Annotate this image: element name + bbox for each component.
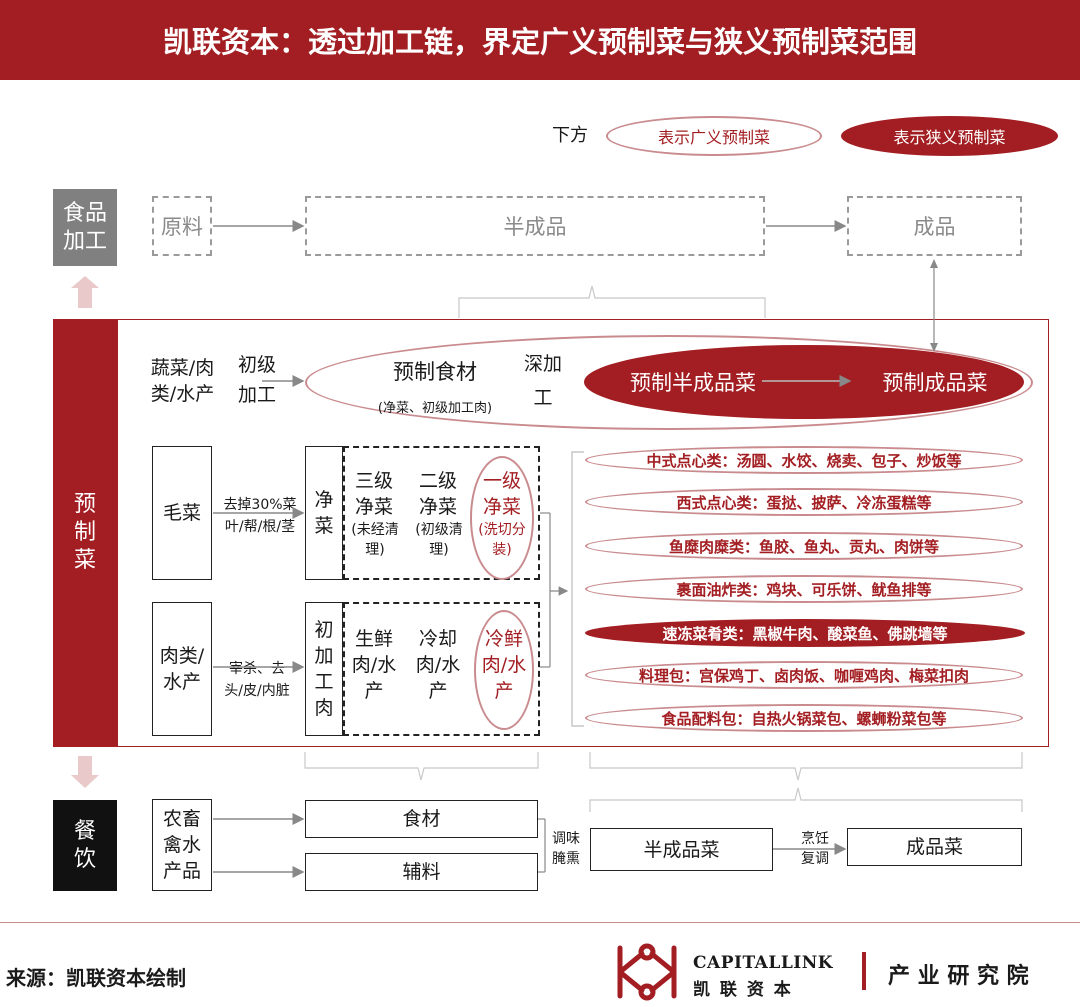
footer-brand-cn: 凯 联 资 本 [693, 980, 793, 1000]
footer-source: 来源：凯联资本绘制 [6, 966, 186, 990]
prepared-frame [117, 319, 1049, 747]
legend-narrow: 表示狭义预制菜 [841, 116, 1058, 156]
fp-semi: 半成品 [305, 196, 765, 256]
side-label-catering: 餐饮 [53, 800, 117, 891]
veg-step: 去掉30%菜叶/帮/根/茎 [223, 497, 297, 535]
prep-step1: 初级加工 [237, 354, 276, 406]
category-pill-narrow: 速冻菜肴类：黑椒牛肉、酸菜鱼、佛跳墙等 [585, 619, 1025, 647]
meat-grade-box [343, 602, 540, 736]
cat-source: 农畜禽水产品 [152, 799, 212, 891]
prep-step2: 深加工 [523, 353, 562, 409]
category-pill: 食品配料包：自热火锅菜包、螺蛳粉菜包等 [585, 704, 1023, 732]
category-pill: 裹面油炸类：鸡块、可乐饼、鱿鱼排等 [585, 575, 1023, 603]
prep-finished: 预制成品菜 [882, 371, 988, 395]
prep-ingredient: 预制食材 [393, 360, 477, 384]
legend-prefix: 下方 [552, 125, 588, 146]
veg-grade3: 三级净菜 [354, 470, 393, 518]
cat-season: 调味腌熏 [552, 831, 580, 867]
meat-fresh: 生鲜肉/水产 [351, 628, 397, 702]
veg-grade2-note: (初级清理) [415, 522, 463, 558]
cat-auxiliary: 辅料 [305, 853, 538, 891]
cat-semi: 半成品菜 [590, 828, 773, 871]
page-title: 凯联资本：透过加工链，界定广义预制菜与狭义预制菜范围 [0, 0, 1080, 80]
legend-broad: 表示广义预制菜 [606, 116, 822, 156]
narrow-ellipse [584, 345, 1024, 419]
meat-cold-fresh-ellipse [474, 610, 534, 730]
veg-grade2: 二级净菜 [418, 470, 457, 518]
veg-grade-box [343, 446, 540, 580]
cat-ingredient: 食材 [305, 800, 538, 838]
prep-ingredient-note: (净菜、初级加工肉) [377, 400, 493, 416]
veg-source: 毛菜 [152, 446, 212, 580]
veg-grade1-ellipse [470, 456, 534, 580]
side-label-food-processing: 食品加工 [53, 189, 117, 266]
meat-processed: 初加工肉 [305, 602, 343, 736]
category-pill: 料理包：宫保鸡丁、卤肉饭、咖喱鸡肉、梅菜扣肉 [585, 661, 1023, 689]
meat-cold-fresh: 冷鲜肉/水产 [481, 628, 527, 702]
category-pill: 西式点心类：蛋挞、披萨、冷冻蛋糕等 [585, 488, 1023, 516]
footer-separator [862, 952, 866, 990]
category-pill: 鱼糜肉糜类：鱼胶、鱼丸、贡丸、肉饼等 [585, 532, 1023, 560]
veg-grade3-note: (未经清理) [351, 522, 399, 558]
fp-finished: 成品 [847, 196, 1022, 256]
footer-divider [0, 922, 1080, 923]
broad-ellipse [305, 335, 1033, 430]
footer-institute: 产 业 研 究 院 [888, 963, 1029, 989]
meat-source: 肉类/水产 [152, 602, 212, 736]
category-pill: 中式点心类：汤圆、水饺、烧卖、包子、炒饭等 [585, 446, 1023, 474]
cat-finished: 成品菜 [847, 828, 1022, 866]
meat-step: 宰杀、去头/皮/内脏 [224, 661, 290, 699]
veg-grade1: 一级净菜 [482, 470, 521, 518]
fp-raw: 原料 [152, 196, 212, 256]
capitallink-logo-icon [617, 943, 677, 1001]
prep-semi: 预制半成品菜 [630, 371, 756, 395]
cat-cook: 烹饪复调 [801, 831, 829, 867]
side-label-prepared: 预制菜 [53, 319, 117, 747]
prep-source: 蔬菜/肉类/水产 [150, 357, 215, 405]
footer-brand-en: CAPITALLINK [693, 953, 834, 973]
veg-grade1-note: (洗切分装) [478, 522, 526, 558]
meat-chilled: 冷却肉/水产 [415, 628, 461, 702]
veg-clean: 净菜 [305, 446, 343, 580]
